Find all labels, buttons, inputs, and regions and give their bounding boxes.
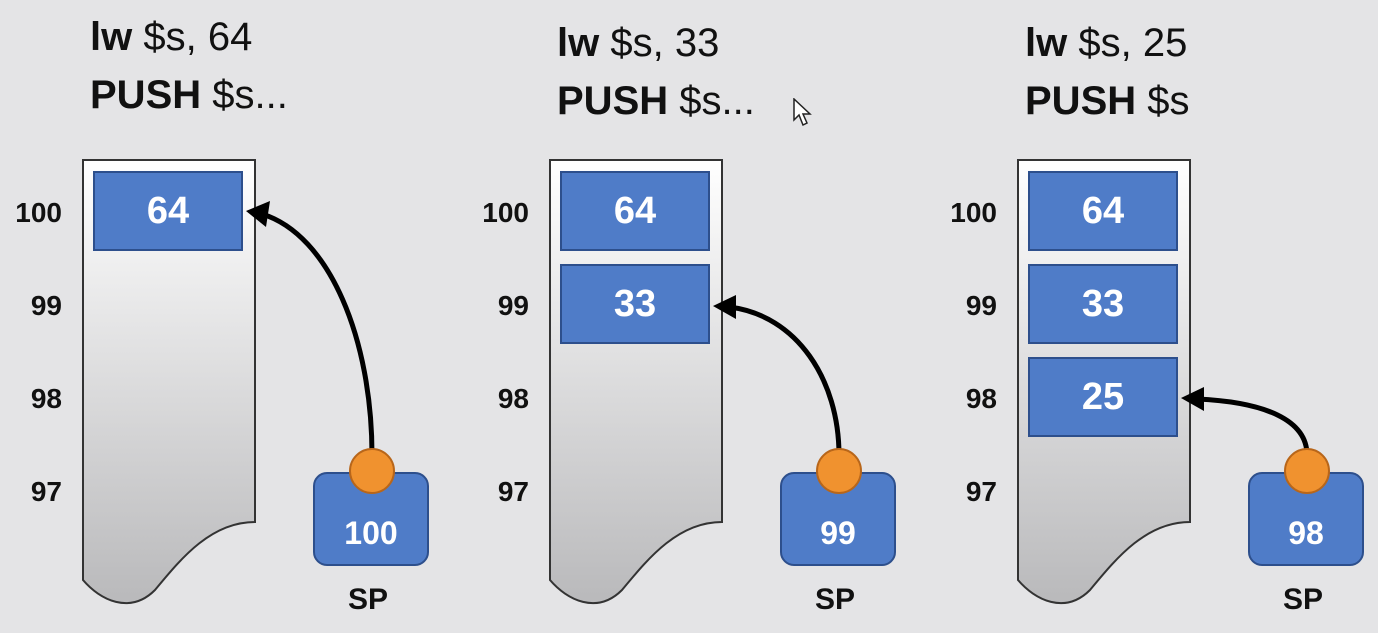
address-label: 100: [482, 197, 529, 228]
stack-cell: 33: [560, 264, 710, 344]
opcode: lw: [557, 21, 600, 65]
instruction-push: PUSH $s: [1025, 72, 1190, 130]
sp-label: SP: [1282, 583, 1324, 616]
opcode: PUSH: [557, 79, 669, 123]
stack-cell: 33: [1028, 264, 1178, 344]
sp-pointer-dot: [1284, 448, 1330, 494]
operands: $s, 25: [1067, 21, 1188, 65]
opcode: lw: [90, 15, 133, 59]
address-label: 98: [965, 383, 997, 414]
stack-panel-1: lw $s, 64 PUSH $s... 100 99 98 97 64 100…: [0, 0, 460, 633]
sp-pointer-arrow: [728, 304, 842, 456]
sp-label: SP: [814, 583, 856, 616]
stack-cell: 64: [560, 171, 710, 251]
instruction-lines: lw $s, 25 PUSH $s: [1025, 14, 1190, 130]
opcode: PUSH: [1025, 79, 1137, 123]
opcode: lw: [1025, 21, 1068, 65]
address-label: 98: [30, 383, 62, 414]
stack-pointer-register: 100: [313, 472, 429, 566]
operands: $s...: [201, 73, 288, 117]
stack-cell: 25: [1028, 357, 1178, 437]
instruction-lw: lw $s, 64: [90, 8, 288, 66]
instruction-lw: lw $s, 33: [557, 14, 755, 72]
address-label: 100: [950, 197, 997, 228]
address-label: 99: [965, 290, 997, 321]
stack-cell: 64: [93, 171, 243, 251]
arrow-head: [246, 201, 270, 227]
address-label: 100: [15, 197, 62, 228]
stack-panel-3: lw $s, 25 PUSH $s 100 99 98 97 64 33 25 …: [935, 0, 1378, 633]
arrow-head: [713, 295, 736, 319]
sp-pointer-arrow: [261, 211, 375, 456]
stack-panel-2: lw $s, 33 PUSH $s... 100 99 98 97 64 33 …: [467, 0, 927, 633]
arrow-head: [1181, 387, 1204, 411]
instruction-lines: lw $s, 64 PUSH $s...: [90, 8, 288, 124]
sp-pointer-dot: [349, 448, 395, 494]
instruction-lines: lw $s, 33 PUSH $s...: [557, 14, 755, 130]
sp-pointer-dot: [816, 448, 862, 494]
stack-pointer-register: 98: [1248, 472, 1364, 566]
operands: $s...: [668, 79, 755, 123]
operands: $s, 33: [599, 21, 720, 65]
mouse-pointer-icon: [793, 98, 812, 127]
operands: $s: [1136, 79, 1190, 123]
address-label: 97: [30, 476, 62, 507]
operands: $s, 64: [132, 15, 253, 59]
instruction-push: PUSH $s...: [557, 72, 755, 130]
opcode: PUSH: [90, 73, 202, 117]
address-label: 97: [497, 476, 529, 507]
address-label: 99: [30, 290, 62, 321]
address-label: 98: [497, 383, 529, 414]
stack-memory-shape: [82, 159, 256, 605]
sp-pointer-arrow: [1196, 396, 1310, 456]
address-label: 99: [497, 290, 529, 321]
instruction-push: PUSH $s...: [90, 66, 288, 124]
instruction-lw: lw $s, 25: [1025, 14, 1190, 72]
stack-body: [82, 159, 375, 605]
stack-cell: 64: [1028, 171, 1178, 251]
sp-label: SP: [347, 583, 389, 616]
address-label: 97: [965, 476, 997, 507]
